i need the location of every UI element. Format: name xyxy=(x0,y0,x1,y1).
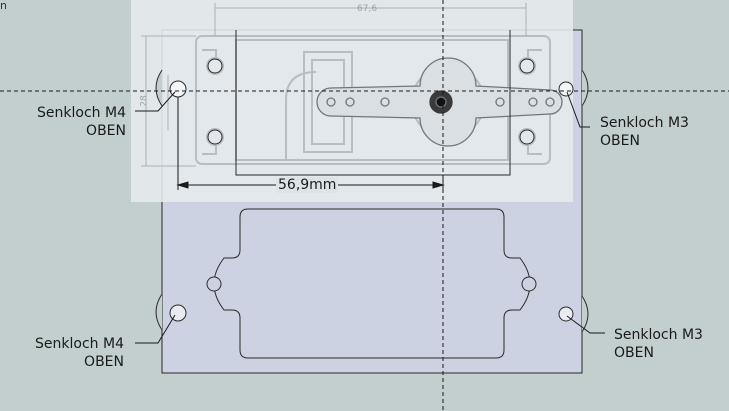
dim-hole-spacing-label: 56,9mm xyxy=(276,177,339,193)
cutout-hole-right xyxy=(521,276,537,292)
lower-cutout xyxy=(213,208,531,359)
dim-servo-height: 28 xyxy=(139,95,150,107)
label-top-left-line1: Senkloch M4 xyxy=(37,105,126,121)
notch-bottom-right xyxy=(581,295,589,333)
servo-ghost-drawing xyxy=(195,35,551,165)
label-bottom-right: Senkloch M3 OBEN xyxy=(614,326,703,362)
label-top-left: Senkloch M4 OBEN xyxy=(34,104,126,140)
label-bottom-right-line2: OBEN xyxy=(614,345,654,361)
notch-top-right xyxy=(581,69,589,107)
label-bottom-left-line1: Senkloch M4 xyxy=(35,336,124,352)
leader-lines xyxy=(135,91,605,344)
top-cutout xyxy=(235,30,511,176)
dim-servo-width: 67,6 xyxy=(357,4,378,14)
corner-text: n xyxy=(0,0,7,12)
servo-ghost-dimensions xyxy=(141,3,527,167)
label-bottom-right-line1: Senkloch M3 xyxy=(614,327,703,343)
hole-top-right xyxy=(558,81,574,97)
servo-horn xyxy=(316,57,563,147)
notch-top-left xyxy=(155,69,163,107)
label-top-right-line2: OBEN xyxy=(600,133,640,149)
label-top-right-line1: Senkloch M3 xyxy=(600,115,689,131)
label-bottom-left-line2: OBEN xyxy=(84,354,124,370)
cutout-hole-left xyxy=(206,276,222,292)
label-bottom-left: Senkloch M4 OBEN xyxy=(32,335,124,371)
notch-bottom-left xyxy=(155,293,163,331)
label-top-left-line2: OBEN xyxy=(86,123,126,139)
label-top-right: Senkloch M3 OBEN xyxy=(600,114,689,150)
